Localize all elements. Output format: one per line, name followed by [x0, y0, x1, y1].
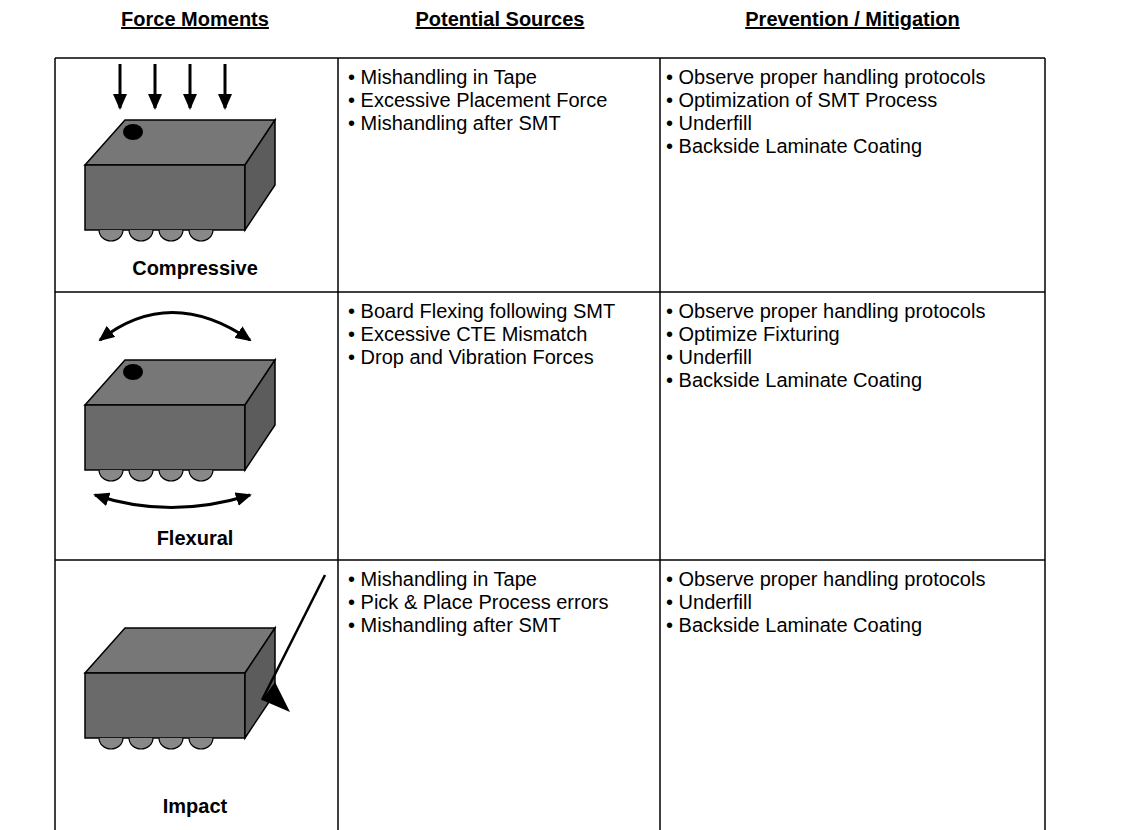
force-label: Compressive: [60, 257, 330, 280]
column-header: Prevention / Mitigation: [665, 8, 1040, 31]
table-cell: • Observe proper handling protocols: [666, 66, 1036, 89]
impact-arrowhead: [262, 682, 290, 712]
force-label: Impact: [60, 795, 330, 818]
table-cell: • Excessive CTE Mismatch: [348, 323, 648, 346]
package-flexural: [85, 360, 275, 481]
cell-group: • Observe proper handling protocols• Opt…: [666, 300, 1036, 392]
table-cell: • Excessive Placement Force: [348, 89, 648, 112]
cell-group: • Observe proper handling protocols• Und…: [666, 568, 1036, 637]
table-cell: • Observe proper handling protocols: [666, 300, 1036, 323]
column-header: Force Moments: [60, 8, 330, 31]
table-cell: • Mishandling after SMT: [348, 614, 648, 637]
table-cell: • Mishandling after SMT: [348, 112, 648, 135]
cell-group: Compressive: [60, 257, 330, 280]
flex-arrow-top: [100, 313, 250, 341]
package-impact: [85, 628, 275, 749]
table-cell: • Optimize Fixturing: [666, 323, 1036, 346]
cell-group: • Observe proper handling protocols• Opt…: [666, 66, 1036, 158]
cell-group: • Mishandling in Tape• Pick & Place Proc…: [348, 568, 648, 637]
table-cell: • Drop and Vibration Forces: [348, 346, 648, 369]
table-cell: • Observe proper handling protocols: [666, 568, 1036, 591]
table-cell: • Underfill: [666, 112, 1036, 135]
table-cell: • Mishandling in Tape: [348, 568, 648, 591]
table-grid: [55, 58, 1045, 830]
cell-group: Force Moments: [60, 8, 330, 31]
table-cell: • Underfill: [666, 591, 1036, 614]
cell-group: • Mishandling in Tape• Excessive Placeme…: [348, 66, 648, 135]
table-cell: • Mishandling in Tape: [348, 66, 648, 89]
table-cell: • Backside Laminate Coating: [666, 135, 1036, 158]
table-cell: • Board Flexing following SMT: [348, 300, 648, 323]
flex-arrow-bottom: [95, 495, 250, 508]
column-header: Potential Sources: [345, 8, 655, 31]
table-cell: • Underfill: [666, 346, 1036, 369]
table-cell: • Optimization of SMT Process: [666, 89, 1036, 112]
cell-group: Prevention / Mitigation: [665, 8, 1040, 31]
cell-group: Flexural: [60, 527, 330, 550]
package-compressive: [85, 120, 275, 241]
force-label: Flexural: [60, 527, 330, 550]
compressive-arrows: [120, 64, 225, 108]
table-cell: • Backside Laminate Coating: [666, 369, 1036, 392]
impact-arrow: [262, 575, 325, 700]
cell-group: Potential Sources: [345, 8, 655, 31]
cell-group: • Board Flexing following SMT• Excessive…: [348, 300, 648, 369]
table-cell: • Backside Laminate Coating: [666, 614, 1036, 637]
table-cell: • Pick & Place Process errors: [348, 591, 648, 614]
cell-group: Impact: [60, 795, 330, 818]
